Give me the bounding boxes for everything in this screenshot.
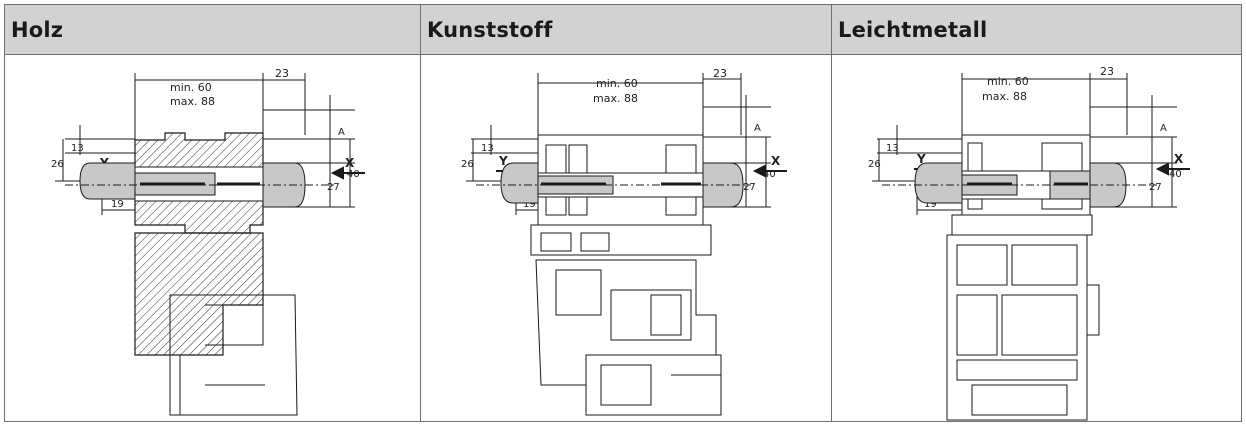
dim-13: 13: [886, 143, 899, 154]
dim-min: min. 60: [170, 81, 212, 94]
dim-27: 27: [1149, 182, 1162, 193]
arrow-y-label: Y: [498, 154, 508, 168]
dim-40: 40: [763, 169, 776, 180]
arrow-x-label: X: [771, 154, 781, 168]
dim-a: A: [754, 123, 761, 134]
arrow-x-label: X: [1174, 152, 1184, 166]
dim-40: 40: [347, 169, 360, 180]
column-leichtmetall: Leichtmetall: [831, 5, 1241, 421]
drawing-cell-kunststoff: min. 60 max. 88 23 Y X A 26 13 19 27 40: [421, 55, 831, 421]
leichtmetall-section-drawing: min. 60 max. 88 23 Y X A 26 13 19 27 40: [868, 65, 1190, 421]
column-header-leichtmetall: Leichtmetall: [832, 5, 1241, 55]
dim-26: 26: [868, 159, 881, 170]
dim-19: 19: [523, 199, 536, 210]
dim-a: A: [1160, 123, 1167, 134]
kunststoff-section-drawing: min. 60 max. 88 23 Y X A 26 13 19 27 40: [461, 67, 787, 416]
dim-26: 26: [461, 159, 474, 170]
drawing-cell-leichtmetall: min. 60 max. 88 23 Y X A 26 13 19 27 40: [832, 55, 1241, 421]
dim-max: max. 88: [593, 92, 638, 105]
holz-section-drawing: min. 60 max. 88 23 Y X A 26 13 19 27 40: [51, 67, 365, 416]
comparison-table: Holz: [4, 4, 1242, 422]
dim-a: A: [338, 127, 345, 138]
column-header-holz: Holz: [5, 5, 420, 55]
dim-min: min. 60: [596, 77, 638, 90]
dim-13: 13: [481, 143, 494, 154]
drawing-cell-holz: min. 60 max. 88 23 Y X A 26 13 19 27 40: [5, 55, 420, 421]
dim-max: max. 88: [170, 95, 215, 108]
arrow-x-label: X: [345, 156, 355, 170]
column-header-kunststoff: Kunststoff: [421, 5, 831, 55]
dim-23: 23: [275, 67, 289, 80]
dim-40: 40: [1169, 169, 1182, 180]
dim-23: 23: [1100, 65, 1114, 78]
column-heading: Leichtmetall: [838, 17, 988, 42]
dim-27: 27: [327, 182, 340, 193]
dim-19: 19: [111, 199, 124, 210]
dim-27: 27: [743, 182, 756, 193]
dim-23: 23: [713, 67, 727, 80]
arrow-y-label: Y: [916, 152, 926, 166]
dim-min: min. 60: [987, 75, 1029, 88]
dim-max: max. 88: [982, 90, 1027, 103]
column-heading: Holz: [11, 17, 64, 42]
dim-19: 19: [924, 199, 937, 210]
dim-26: 26: [51, 159, 64, 170]
dim-13: 13: [71, 143, 84, 154]
column-heading: Kunststoff: [427, 17, 553, 42]
column-kunststoff: Kunststoff: [420, 5, 831, 421]
column-holz: Holz: [5, 5, 420, 421]
